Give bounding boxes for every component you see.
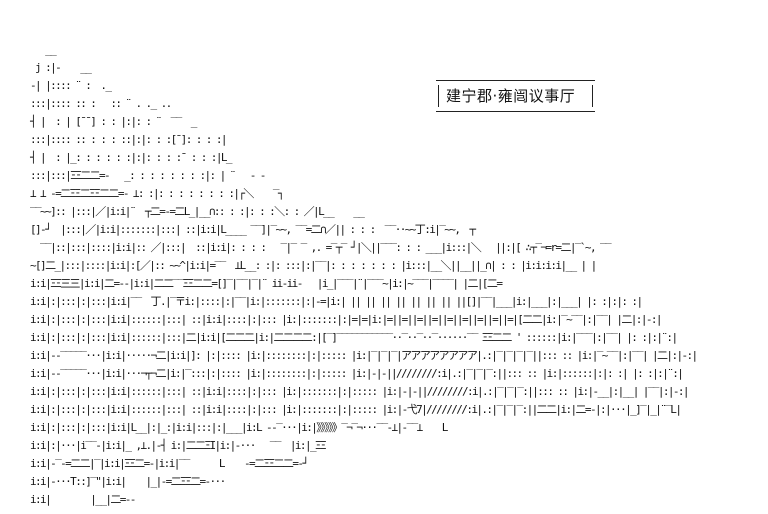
art-line: i:i|‐···T::]‾"|i:i| |_|‐=二ΞΞ二=‐···	[30, 475, 226, 488]
ascii-art-hall: __ j :|- __-| |:::: ¨ : ._:::|:::: :: : …	[30, 41, 698, 509]
art-line: :::|:::: :: : : : ::|:|: : :[¯]: : : :|	[30, 133, 227, 146]
art-line: ⊥ ⊥ -=二ΞΞ二ΞΞ二二=- ⊥: :|: : : : : : : :|┌＼…	[30, 187, 285, 200]
art-line: i:i|:|:::|:|:::|i:i|::::::|:::| ::|i:i|:…	[30, 313, 663, 326]
art-line: :::|:::|ΞΞ二二=- _: : : : : : : :|: | ¨ - …	[30, 169, 266, 182]
art-line: i:i|‐‾‐=二二|‾|i:i|ΞΞ二=‐|i:i|‾‾ L ‐=二ΞΞ二二=…	[30, 457, 309, 470]
art-line: []‐┘ |:::|／|i:i|:::::::|:::| ::|i:i|L___…	[30, 223, 476, 236]
art-line: i:i|‐‐‾‾‾‾‾···|i:i|·····¬二|i:i|]: |:|:::…	[30, 349, 698, 362]
title-box-right-bar	[592, 85, 593, 107]
art-line: i:i|:|:::|:|:::|i:i|‾‾ 丁.|‾〒i:|::::|:|‾‾…	[30, 295, 643, 308]
location-title-box: 建宁郡·雍闿议事厅	[436, 80, 595, 112]
art-line: i:i| |__|二=‐‐	[30, 493, 136, 506]
art-line: i:i|:|···|i‾‾‐|i:i|_ ,⊥.|‐┤ i:|二二ΞI|i:|‐…	[30, 439, 327, 452]
art-line: j :|- __	[30, 61, 92, 74]
title-box-left-bar	[438, 85, 439, 107]
art-line: ‾‾|::|:::|::::|i:i|:: ／|:::| ::|i:i|: : …	[30, 241, 612, 254]
art-line: i:i|:|:::|:|:::|i:i|L__|:|_:|i:i|:::|:|_…	[30, 421, 448, 434]
art-line: i:i|:|:::|:|:::|i:i|::::::|:::| ::|i:i|:…	[30, 385, 690, 398]
art-line: ‾‾~~]:: |:::|／|i:i|¨ ┬二=-=二L_|__∩:: : :|…	[30, 205, 365, 218]
art-line: i:i|:|:::|:|:::|i:i|::::::|:::| ::|i:i|:…	[30, 403, 682, 416]
art-line: -| |:::: ¨ : ._	[30, 79, 112, 92]
art-line: i:i|:|:::|:|:::|i:i|::::::|:::|二|i:i|[二二…	[30, 331, 678, 344]
art-line: i:i|ΞΞ三三|i:i|二=-‐|i:i|二二‾‾ΞΞ二二=[]‾|‾‾|‾|…	[30, 277, 503, 290]
art-line: ┤ | : | [¯¯] : : |:|: : ¨ ‾‾ _	[30, 115, 197, 128]
art-line: ~[]二_|:::|::::|i:i|:[／|:: ~~^|i:i|=‾‾ ⊥L…	[30, 259, 597, 272]
art-line: ┤ | : |_: : : : : :|:|: : : :¯ : : :|L_	[30, 151, 233, 164]
art-line: :::|:::: :: : :: ¨ . ._ ..	[30, 97, 172, 110]
location-title: 建宁郡·雍闿议事厅	[446, 87, 576, 105]
art-line: __	[30, 43, 57, 56]
art-line: i:i|‐‐‾‾‾‾‾···|i:i|···¬┬¬二|i:|‾:::|:|:::…	[30, 367, 684, 380]
